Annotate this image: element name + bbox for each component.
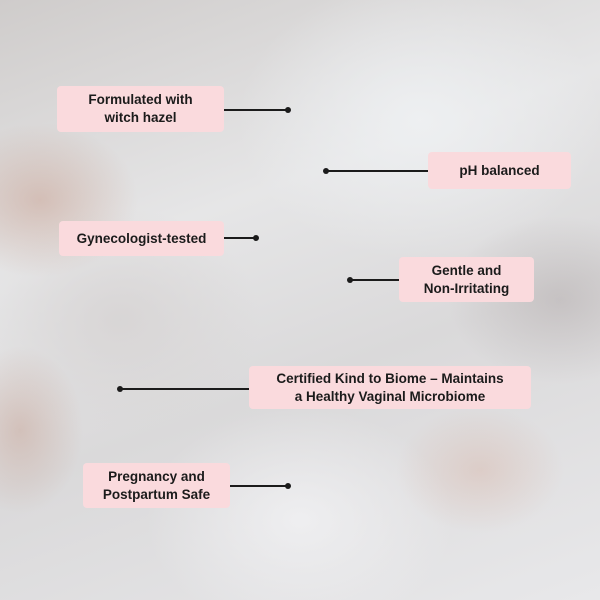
callout-pregnancy-postpartum-line <box>230 485 288 487</box>
callout-gynecologist-tested: Gynecologist-tested <box>59 221 224 256</box>
callout-gynecologist-tested-dot <box>253 235 259 241</box>
callout-gynecologist-tested-line <box>224 237 256 239</box>
callout-kind-to-biome: Certified Kind to Biome – Maintains a He… <box>249 366 531 409</box>
callout-witch-hazel-dot <box>285 107 291 113</box>
callout-pregnancy-postpartum: Pregnancy and Postpartum Safe <box>83 463 230 508</box>
callout-pregnancy-postpartum-dot <box>285 483 291 489</box>
callout-ph-balanced-line <box>326 170 429 172</box>
callout-witch-hazel: Formulated with witch hazel <box>57 86 224 132</box>
callout-ph-balanced: pH balanced <box>428 152 571 189</box>
callout-gentle-non-irritating: Gentle and Non-Irritating <box>399 257 534 302</box>
callout-kind-to-biome-line <box>120 388 250 390</box>
callout-gentle-line <box>350 279 400 281</box>
callout-witch-hazel-line <box>224 109 288 111</box>
